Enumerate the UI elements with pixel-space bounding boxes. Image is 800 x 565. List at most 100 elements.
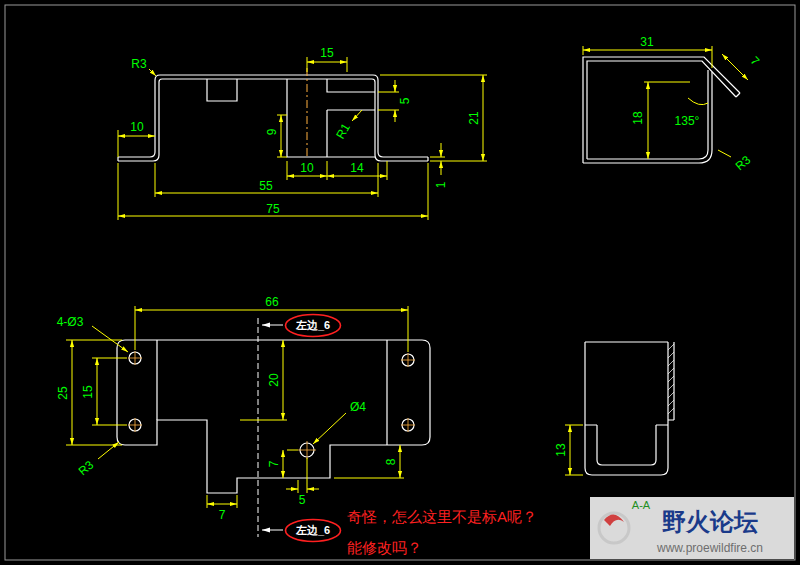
- dimension-lines: [283, 340, 284, 420]
- dimension-value: 66: [264, 296, 279, 308]
- dimension-value: 10: [299, 162, 314, 174]
- dimension-lines: [352, 110, 362, 121]
- watermark-panel: [604, 514, 624, 526]
- dimension-lines: [644, 82, 690, 83]
- dimension-lines: [66, 306, 408, 508]
- dimension-lines: [307, 489, 319, 490]
- dimension-lines: [283, 450, 284, 478]
- part-outline: [117, 340, 430, 493]
- dimension-lines: [207, 495, 237, 508]
- dimension-value: 75: [265, 203, 280, 215]
- dimension-value: 7: [268, 460, 280, 469]
- hole-callout: 4-Ø3: [56, 316, 85, 328]
- section-label: 左边_6: [296, 320, 330, 331]
- section-outline: [585, 341, 668, 342]
- dimension-lines: [400, 445, 401, 478]
- dimension-lines: [570, 425, 571, 475]
- dimension-lines: [722, 54, 748, 80]
- dimension-value: 13: [555, 442, 567, 457]
- radius-dimension: R1: [333, 120, 352, 141]
- dimension-lines: [135, 310, 408, 311]
- dimension-lines: [118, 216, 428, 217]
- dimension-lines: [441, 143, 442, 157]
- part-outline: [118, 75, 428, 157]
- dimension-value: 7: [748, 54, 763, 69]
- dimension-value: 10: [129, 121, 144, 133]
- part-outline: [587, 70, 708, 159]
- dimension-lines: [92, 326, 128, 352]
- hatching: [668, 344, 674, 414]
- dimension-lines: [648, 82, 649, 159]
- dimension-lines: [287, 450, 298, 451]
- watermark-panel: [590, 497, 794, 559]
- watermark-panel: [590, 497, 794, 559]
- dimension-lines: [149, 69, 156, 76]
- section-outline: [585, 342, 674, 475]
- dimension-lines: [307, 57, 347, 72]
- dimension-lines: [207, 504, 237, 505]
- part-outline: [583, 57, 740, 163]
- dimension-lines: [313, 413, 346, 444]
- dimension-value: 1: [435, 181, 447, 190]
- dimension-lines: [98, 442, 119, 459]
- dimension-lines: [378, 92, 399, 110]
- section-label: 左边_6: [296, 525, 330, 536]
- center-line: [307, 68, 308, 156]
- dimension-value: 18: [632, 110, 644, 125]
- part-outline: [118, 157, 428, 161]
- section-line: [262, 530, 283, 531]
- dimension-lines: [118, 136, 155, 137]
- part-outline: [157, 340, 387, 445]
- radius-dimension: R3: [733, 153, 754, 173]
- center-mark: [128, 351, 415, 459]
- section-line: [258, 318, 283, 537]
- dimension-value: 25: [57, 385, 69, 400]
- dimension-lines: [483, 75, 484, 161]
- dimension-lines: [565, 425, 583, 475]
- dimension-lines: [430, 157, 445, 158]
- dimension-lines: [66, 340, 122, 445]
- part-outline: [118, 75, 428, 161]
- part-outline: [118, 79, 428, 161]
- section-name: A-A: [632, 500, 650, 511]
- hatching: [668, 344, 674, 414]
- dimension-value: 14: [349, 162, 364, 174]
- watermark-url: www.proewildfire.cn: [657, 542, 763, 554]
- dimension-value: 5: [298, 494, 307, 506]
- section-mark: 左边_6: [284, 518, 342, 543]
- dimension-lines: [286, 489, 298, 490]
- dimension-lines: [395, 110, 396, 122]
- dimension-lines: [277, 115, 287, 157]
- watermark-panel: [599, 513, 629, 543]
- dimension-value: 9: [266, 128, 278, 137]
- section-outline: [597, 425, 656, 465]
- section-line: [262, 325, 283, 326]
- dimension-value: 20: [268, 372, 280, 387]
- dimension-lines: [718, 150, 731, 157]
- drawing-frame: [5, 5, 795, 560]
- dimension-value: 21: [468, 110, 480, 125]
- radius-dimension: R3: [76, 458, 97, 478]
- dimension-lines: [287, 176, 327, 177]
- watermark-title: 野火论坛: [662, 510, 758, 534]
- hole-callout: Ø4: [349, 401, 367, 413]
- part-outline: [117, 340, 430, 493]
- dimension-value: 31: [639, 36, 654, 48]
- dimension-lines: [583, 50, 712, 51]
- dimension-lines: [97, 358, 98, 425]
- part-outline: [327, 79, 375, 157]
- part-outline: [287, 79, 375, 157]
- dimension-lines: [583, 46, 712, 68]
- question-note: 能修改吗？: [347, 540, 422, 555]
- dimension-lines: [395, 80, 396, 92]
- radius-dimension: R3: [130, 58, 147, 70]
- dimension-lines: [118, 130, 119, 157]
- dimension-value: 55: [258, 180, 273, 192]
- ellipse-outline: [286, 519, 341, 541]
- dimension-lines: [307, 62, 347, 63]
- section-outline: [585, 342, 668, 475]
- dimension-lines: [583, 46, 748, 159]
- dimension-lines: [92, 358, 127, 425]
- part-outline: [587, 61, 736, 159]
